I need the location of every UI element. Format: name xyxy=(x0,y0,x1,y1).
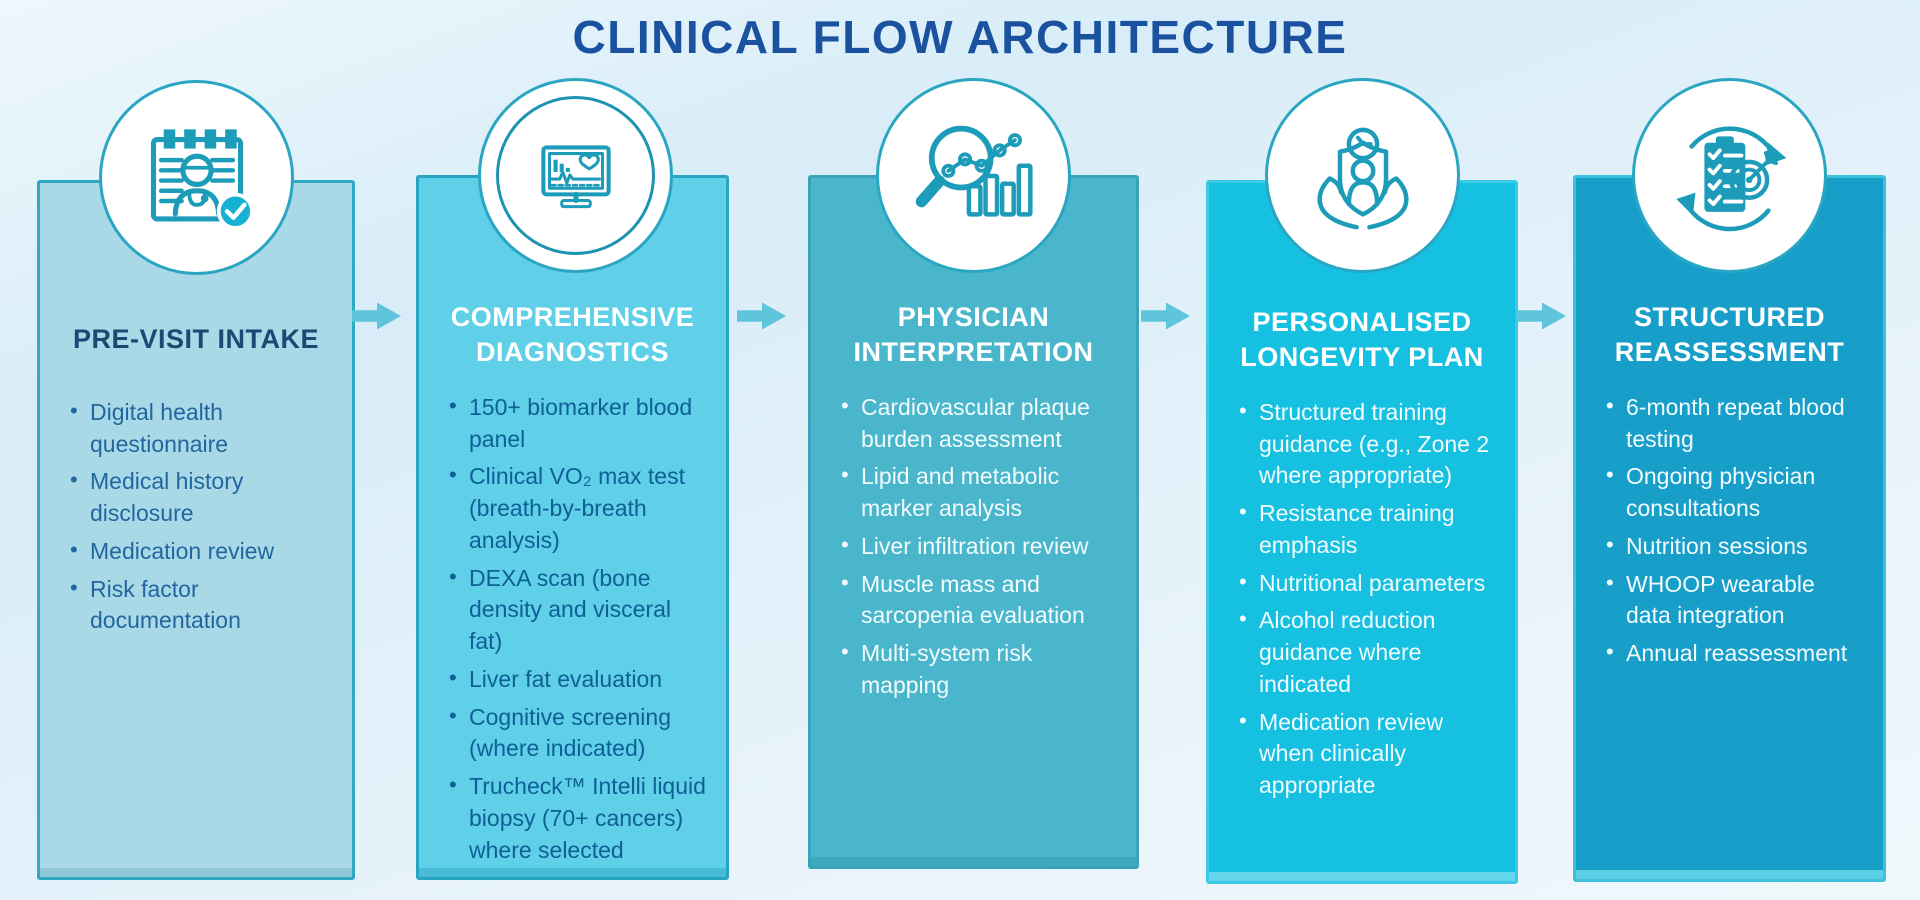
list-item: Risk factor documentation xyxy=(68,573,332,637)
list-item: Liver fat evaluation xyxy=(447,663,706,696)
list-item: Trucheck™ Intelli liquid biopsy (70+ can… xyxy=(447,770,706,866)
card-title: PERSONALISED LONGEVITY PLAN xyxy=(1240,306,1484,372)
card-comprehensive-diagnostics: COMPREHENSIVE DIAGNOSTICS 150+ biomarker… xyxy=(416,175,729,880)
list-item: Nutrition sessions xyxy=(1604,530,1863,563)
list-item: Clinical VO₂ max test (breath-by-breath … xyxy=(447,460,706,556)
card-items: Digital health questionnaireMedical hist… xyxy=(40,396,352,637)
flow-arrow-icon xyxy=(352,302,402,330)
list-item: Nutritional parameters xyxy=(1237,567,1495,600)
magnifier-analytics-icon xyxy=(915,125,1033,217)
list-item: Lipid and metabolic marker analysis xyxy=(839,460,1116,524)
list-item: Multi-system risk mapping xyxy=(839,637,1116,701)
card-title: COMPREHENSIVE DIAGNOSTICS xyxy=(450,301,695,367)
card-physician-interpretation: PHYSICIAN INTERPRETATION Cardiovascular … xyxy=(808,175,1139,869)
icon-circle xyxy=(478,78,673,273)
flow-arrow-icon xyxy=(737,302,787,330)
list-item: Cardiovascular plaque burden assessment xyxy=(839,391,1116,455)
card-personalised-longevity-plan: PERSONALISED LONGEVITY PLAN Structured t… xyxy=(1206,180,1518,884)
icon-circle xyxy=(99,80,294,275)
card-pre-visit-intake: PRE-VISIT INTAKE Digital health question… xyxy=(37,180,355,880)
card-structured-reassessment: STRUCTURED REASSESSMENT 6-month repeat b… xyxy=(1573,175,1886,882)
list-item: DEXA scan (bone density and visceral fat… xyxy=(447,562,706,658)
inner-ring xyxy=(496,96,655,255)
card-title: PHYSICIAN INTERPRETATION xyxy=(853,301,1094,367)
card-items: 6-month repeat blood testingOngoing phys… xyxy=(1576,391,1883,670)
list-item: Structured training guidance (e.g., Zone… xyxy=(1237,396,1495,492)
reassessment-cycle-icon xyxy=(1675,125,1786,231)
list-item: Ongoing physician consultations xyxy=(1604,460,1863,524)
list-item: Medical history disclosure xyxy=(68,465,332,529)
hands-care-shield-icon xyxy=(1316,127,1409,229)
diagnostics-monitor-icon xyxy=(540,144,611,208)
icon-circle xyxy=(876,78,1071,273)
list-item: 6-month repeat blood testing xyxy=(1604,391,1863,455)
list-item: WHOOP wearable data integration xyxy=(1604,568,1863,632)
card-items: Cardiovascular plaque burden assessmentL… xyxy=(811,391,1136,702)
icon-circle xyxy=(1265,78,1460,273)
list-item: Annual reassessment xyxy=(1604,637,1863,670)
list-item: Muscle mass and sarcopenia evaluation xyxy=(839,568,1116,632)
icon-circle xyxy=(1632,78,1827,273)
page-title: CLINICAL FLOW ARCHITECTURE xyxy=(572,11,1348,63)
card-items: Structured training guidance (e.g., Zone… xyxy=(1209,396,1515,802)
list-item: 150+ biomarker blood panel xyxy=(447,391,706,455)
list-item: Resistance training emphasis xyxy=(1237,497,1495,561)
flow-arrow-icon xyxy=(1517,302,1567,330)
list-item: Medication review xyxy=(68,535,332,568)
flow-arrow-icon xyxy=(1141,302,1191,330)
card-title: PRE-VISIT INTAKE xyxy=(72,324,320,355)
list-item: Digital health questionnaire xyxy=(68,396,332,460)
intake-form-doctor-icon xyxy=(150,128,254,230)
list-item: Cognitive screening (where indicated) xyxy=(447,701,706,765)
card-items: 150+ biomarker blood panelClinical VO₂ m… xyxy=(419,391,726,866)
list-item: Liver infiltration review xyxy=(839,530,1116,563)
list-item: Alcohol reduction guidance where indicat… xyxy=(1237,604,1495,700)
card-title: STRUCTURED REASSESSMENT xyxy=(1614,301,1845,367)
list-item: Medication review when clinically approp… xyxy=(1237,706,1495,802)
